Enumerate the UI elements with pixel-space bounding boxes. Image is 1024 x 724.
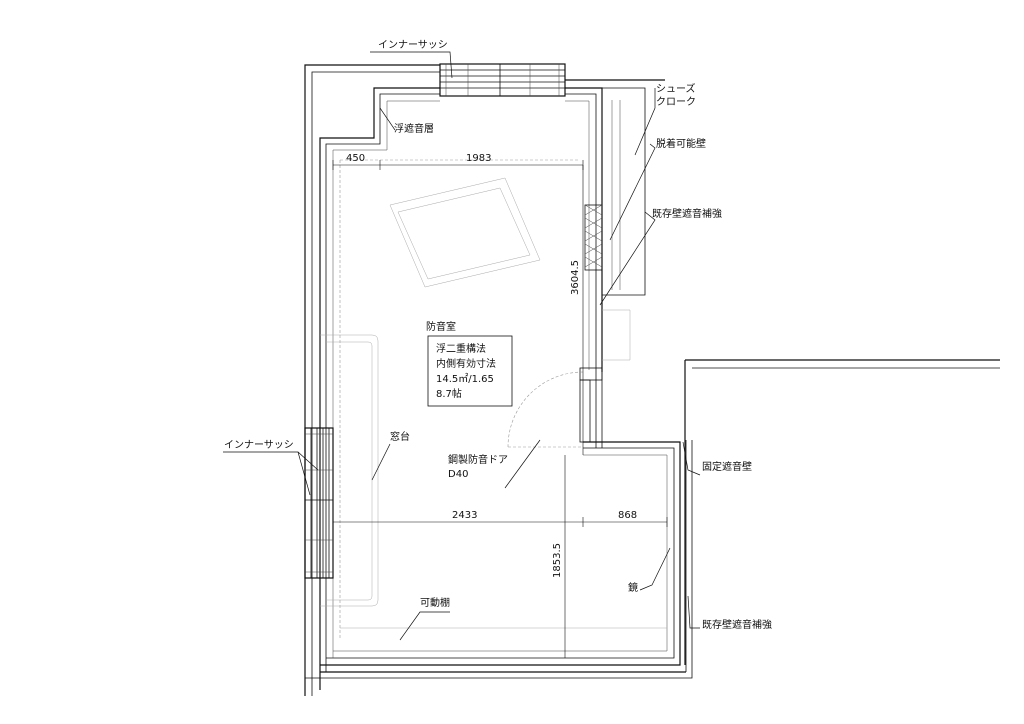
dim-vertical-upper: 3604.5 <box>570 260 581 295</box>
shoe-closet <box>584 87 646 361</box>
dim-mid-right: 868 <box>618 510 637 521</box>
info-line-4: 8.7帖 <box>436 387 462 400</box>
info-line-2: 内側有効寸法 <box>436 357 496 370</box>
label-existing-wall-reinf-bottom: 既存壁遮音補強 <box>702 618 772 631</box>
info-box: 浮二重構法 内側有効寸法 14.5㎡/1.65 8.7帖 <box>427 335 513 407</box>
label-removable-wall: 脱着可能壁 <box>656 137 706 150</box>
label-inner-sash-left: インナーサッシ <box>224 439 294 451</box>
dim-top-right: 1983 <box>466 153 491 164</box>
leader-lines <box>223 51 701 641</box>
dim-top-left: 450 <box>346 153 365 164</box>
dimension-lines <box>332 160 668 658</box>
outer-walls <box>304 64 1000 696</box>
furniture-ghost <box>339 159 667 640</box>
steel-door <box>507 367 603 448</box>
label-movable-shelf: 可動棚 <box>420 596 450 609</box>
room-walls <box>305 87 693 690</box>
label-fixed-wall: 固定遮音壁 <box>702 460 752 473</box>
window-top <box>439 63 566 97</box>
label-mirror: 鏡 <box>628 581 638 594</box>
info-line-3: 14.5㎡/1.65 <box>436 373 494 385</box>
label-room-name: 防音室 <box>426 320 456 333</box>
label-floating-layer: 浮遮音層 <box>394 122 434 135</box>
label-existing-wall-reinf-top: 既存壁遮音補強 <box>652 207 722 220</box>
dim-vertical-lower: 1853.5 <box>552 543 563 578</box>
label-shoe-closet-2: クローク <box>656 96 696 108</box>
dimension-text: 450 1983 3604.5 2433 868 1853.5 <box>346 153 637 578</box>
label-door-2: D40 <box>448 469 468 480</box>
window-sill <box>320 334 379 607</box>
dim-mid-left: 2433 <box>452 510 477 521</box>
label-door-1: 鋼製防音ドア <box>448 453 508 466</box>
info-line-1: 浮二重構法 <box>436 342 486 355</box>
label-shoe-closet-1: シューズ <box>656 82 696 95</box>
window-left <box>304 427 334 579</box>
annotations: インナーサッシ シューズ クローク 浮遮音層 脱着可能壁 既存壁遮音補強 防音室… <box>224 39 772 631</box>
label-window-sill: 窓台 <box>390 430 410 443</box>
label-inner-sash-top: インナーサッシ <box>378 39 448 51</box>
